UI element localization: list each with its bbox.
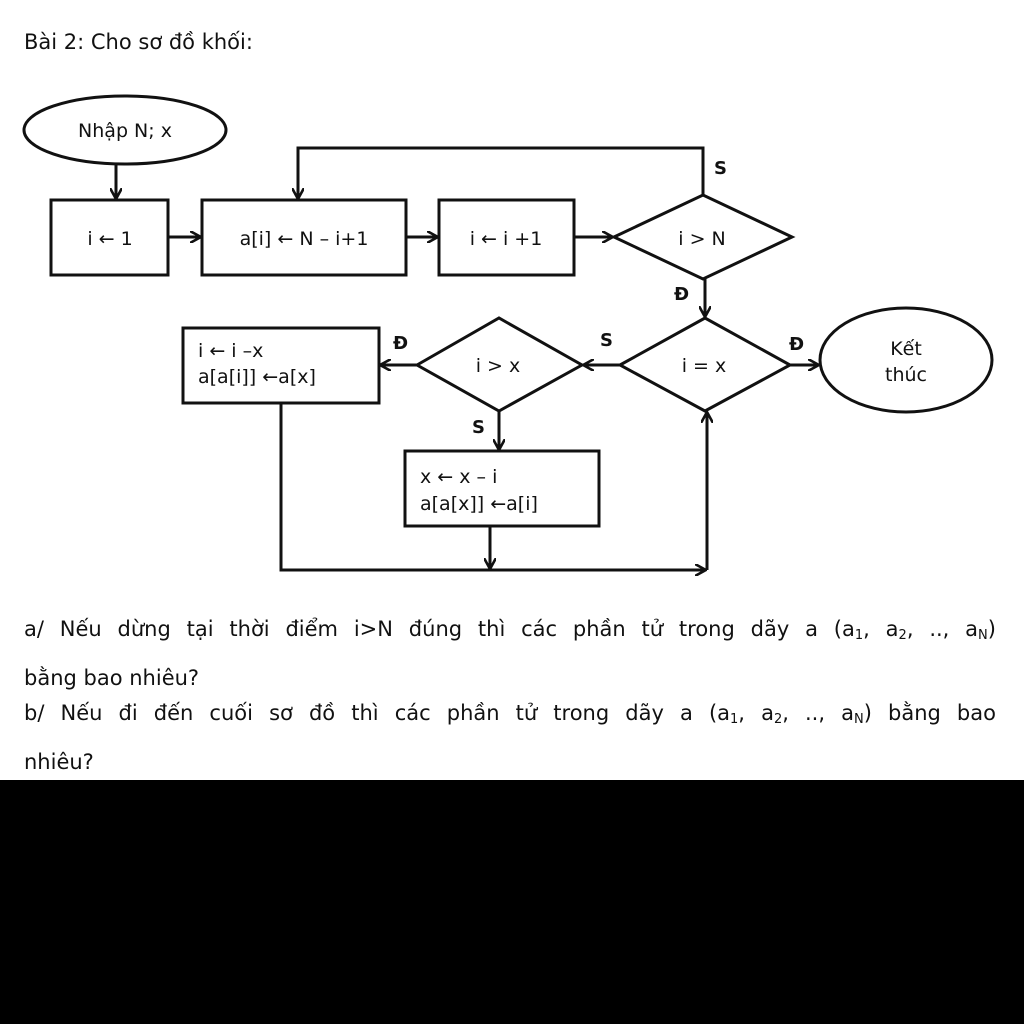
branch-label-d-cond1: Đ (674, 284, 689, 305)
exercise-heading: Bài 2: Cho sơ đồ khối: (24, 30, 253, 54)
flowchart: Nhập N; x i ← 1 a[i] ← N – i+1 i ← i +1 … (22, 94, 994, 600)
loop-back-arrow (298, 146, 705, 198)
assign-label: a[i] ← N – i+1 (240, 228, 369, 250)
cond-i-gt-n-diamond (610, 193, 796, 281)
mid-update-box (403, 449, 601, 528)
left-box-return-line (279, 403, 705, 570)
init-label: i ← 1 (87, 228, 132, 250)
cond1-label: i > N (678, 228, 726, 250)
cond2-label: i = x (682, 355, 727, 377)
cond3-label: i > x (476, 355, 521, 377)
incr-label: i ← i +1 (470, 228, 543, 250)
branch-label-d-cond2: Đ (789, 334, 804, 355)
start-ellipse (22, 94, 228, 166)
mid-box-line2: a[a[x]] ←a[i] (420, 493, 538, 515)
document-page: Bài 2: Cho sơ đồ khối: (0, 0, 1024, 780)
left-box-line1: i ← i –x (198, 340, 263, 362)
end-ellipse (818, 306, 994, 414)
question-a-line2: bằng bao nhiêu? (24, 666, 200, 690)
question-a: a/ Nếu dừng tại thời điểm i>N đúng thì c… (24, 608, 996, 699)
question-b-line2: nhiêu? (24, 750, 94, 774)
branch-label-s-cond3: S (472, 417, 485, 438)
branch-label-d-cond3: Đ (393, 333, 408, 354)
start-label: Nhập N; x (78, 120, 172, 142)
end-label-line1: Kết (890, 338, 922, 360)
left-box-line2: a[a[i]] ←a[x] (198, 366, 316, 388)
question-b-line1: b/ Nếu đi đến cuối sơ đồ thì các phần tử… (24, 701, 996, 727)
branch-label-s-cond2: S (600, 330, 613, 351)
end-label-line2: thúc (885, 364, 927, 386)
question-a-line1: a/ Nếu dừng tại thời điểm i>N đúng thì c… (24, 617, 996, 643)
question-b: b/ Nếu đi đến cuối sơ đồ thì các phần tử… (24, 692, 996, 780)
branch-label-s-loop: S (714, 158, 727, 179)
mid-box-line1: x ← x – i (420, 466, 497, 488)
